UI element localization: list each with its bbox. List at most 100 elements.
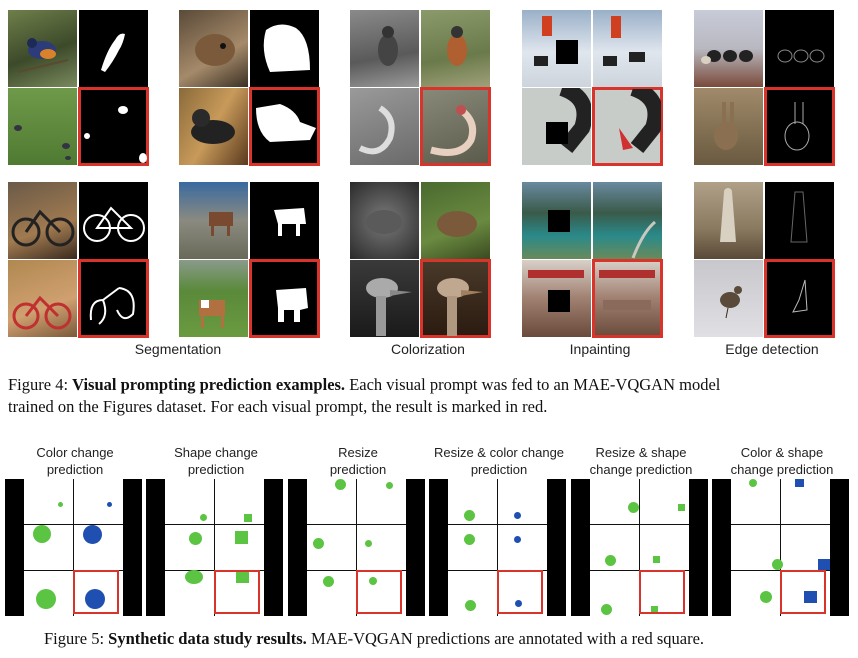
figure4-caption-line1-rest: Each visual prompt was fed to an MAE-VQG… [345,375,721,394]
snake-gray-photo [350,88,419,165]
syn-panel-shape-change [146,479,283,616]
cow-mask-result [250,260,319,337]
syn-panel-resize [288,479,425,616]
result-highlight [764,259,835,338]
result-highlight [78,87,149,166]
dogs-edges [765,10,834,87]
figure4-caption-label: Figure 4: [8,375,69,394]
green-square-predicted [236,571,249,583]
green-circle [760,591,772,603]
lake-masked [522,182,591,259]
green-circle [58,502,63,507]
blue-square [818,559,830,570]
syn-panel-color-shape [712,479,849,616]
inpaint-example-2 [522,182,663,338]
result-highlight [420,259,491,338]
blue-circle [514,536,521,543]
green-circle [605,555,616,566]
result-highlight [249,87,320,166]
bird-mask [79,10,148,87]
prediction-highlight [780,570,826,614]
figure5-caption-rest: MAE-VQGAN predictions are annotated with… [306,629,705,648]
syn-panel-resize-color [429,479,566,616]
blue-circle [514,512,521,519]
swan-inpaint-result [593,88,662,165]
color-example-2 [350,182,491,338]
seg-example-4 [179,182,320,338]
snow-person-masked [522,10,591,87]
store-inpaint-result [593,260,662,337]
green-square-predicted [651,606,658,613]
green-circle [749,479,757,487]
snake-color-result [421,88,490,165]
cow-mask [250,182,319,259]
hare-edges-result [765,88,834,165]
green-circle [313,538,324,549]
green-circle [365,540,372,547]
prediction-highlight [73,570,119,614]
blue-circle [83,525,102,544]
red-bicycle-photo [8,260,77,337]
green-circle [464,510,475,521]
figure4-caption-title: Visual prompting prediction examples. [72,375,346,394]
chipmunk-photo [179,10,248,87]
task-label-segmentation: Segmentation [134,341,222,357]
lake-photo [593,182,662,259]
edge-example-1 [694,10,835,166]
swan-masked [522,88,591,165]
task-label-colorization: Colorization [391,341,465,357]
prediction-highlight [356,570,402,614]
green-circle [323,576,334,587]
store-masked [522,260,591,337]
green-circle [772,559,783,570]
green-square [235,531,248,544]
cat-photo [179,88,248,165]
green-circle [386,482,393,489]
blue-circle-predicted [515,600,522,607]
prediction-highlight [497,570,543,614]
cow-field-photo [179,260,248,337]
prediction-highlight [214,570,260,614]
snow-person-photo [593,10,662,87]
ostrich-gray-photo [350,260,419,337]
result-highlight [420,87,491,166]
chipmunk-mask [250,10,319,87]
green-square [653,556,660,563]
robin-gray-photo [350,10,419,87]
green-circle [189,532,202,545]
grass-birds-photo [8,88,77,165]
result-highlight [249,259,320,338]
green-circle [335,479,346,490]
inpaint-example-1 [522,10,663,166]
green-circle [601,604,612,615]
blue-circle-predicted [85,589,105,609]
rocket-photo [694,182,763,259]
figure4-caption-line2: trained on the Figures dataset. For each… [8,397,548,416]
cow-shed-photo [179,182,248,259]
green-square [244,514,252,522]
animal-gray-photo [350,182,419,259]
bicycle-photo [8,182,77,259]
grass-birds-mask-result [79,88,148,165]
bicycle-mask [79,182,148,259]
robin-color-photo [421,10,490,87]
prediction-highlight [639,570,685,614]
grouse-edges-result [765,260,834,337]
syn-panel-resize-shape [571,479,708,616]
green-circle-predicted [369,577,377,585]
grouse-photo [694,260,763,337]
ostrich-color-result [421,260,490,337]
syn-panel-color-change [5,479,142,616]
result-highlight [592,259,663,338]
dogs-photo [694,10,763,87]
cat-mask-result [250,88,319,165]
seg-example-1 [8,10,149,166]
red-bicycle-mask-result [79,260,148,337]
result-highlight [592,87,663,166]
figure5-caption-label: Figure 5: [44,629,105,648]
result-highlight [764,87,835,166]
